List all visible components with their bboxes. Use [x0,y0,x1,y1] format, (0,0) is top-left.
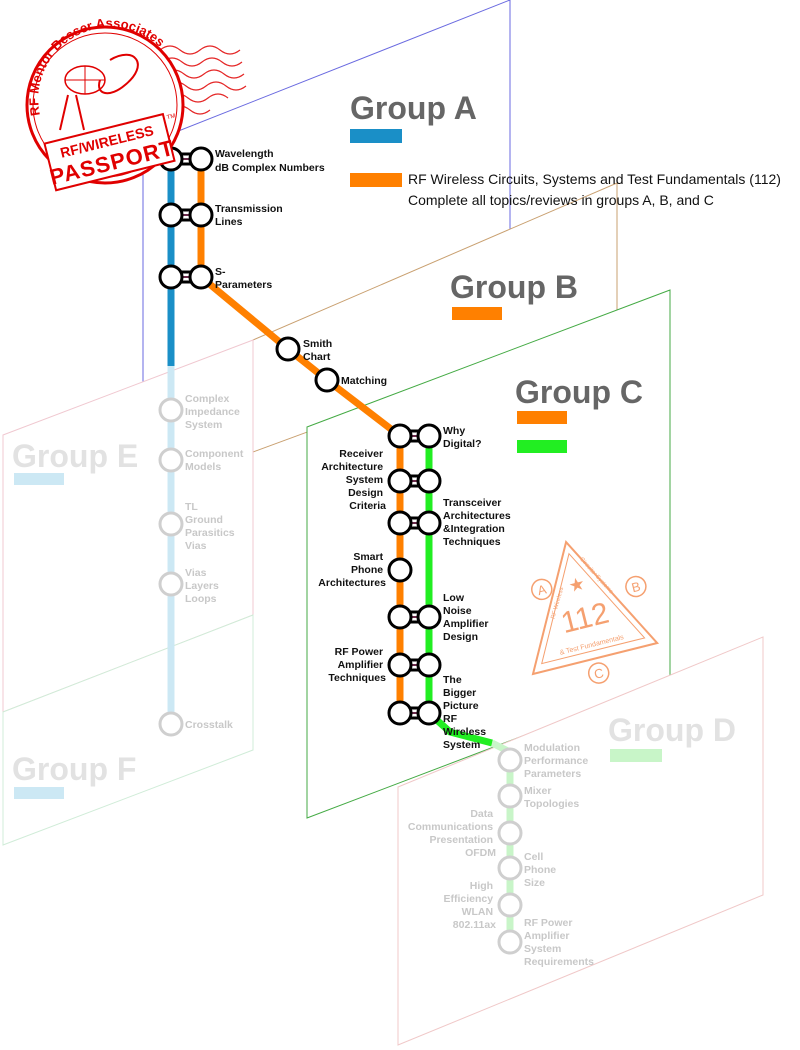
group-b-orange-bar [452,307,502,320]
badge-c: C [592,665,605,682]
station-bigger-picture[interactable] [387,700,442,726]
label-data-comm: Data Communications Presentation OFDM [408,808,496,859]
station-cell-phone[interactable] [497,855,523,881]
label-mixer: Mixer Topologies [524,785,579,810]
label-modulation: Modulation Performance Parameters [524,742,591,780]
station-lna[interactable] [387,604,442,630]
group-d-bar [610,749,662,762]
station-complex-impedance[interactable] [158,397,184,423]
group-c-orange-bar [517,411,567,424]
station-data-comm[interactable] [497,820,523,846]
station-transmission-lines[interactable] [158,202,214,228]
label-receiver-architecture: Receiver Architecture System Design Crit… [321,448,386,512]
label-transmission-lines: Transmission Lines [215,203,286,228]
label-rf-power-amplifier: RF Power Amplifier Techniques [328,646,386,684]
station-matching[interactable] [314,367,340,393]
label-transceiver: Transceiver Architectures &Integration T… [443,497,514,548]
group-b-title: Group B [450,269,578,305]
label-rf-pa-system: RF Power Amplifier System Requirements [524,917,594,968]
group-c-green-line [425,436,493,747]
label-smart-phone: Smart Phone Architectures [318,551,386,589]
label-vias-layers: Vias Layers Loops [185,567,222,605]
station-high-efficiency[interactable] [497,892,523,918]
stamp-tm: TM [166,113,176,121]
group-e-bar [14,473,64,485]
legend-orange-bar [350,173,402,187]
label-high-efficiency: High Efficiency WLAN 802.11ax [443,880,496,931]
group-e-title: Group E [12,438,138,474]
group-d-plane [397,636,764,1046]
station-receiver-architecture[interactable] [387,468,442,494]
station-vias-layers[interactable] [158,571,184,597]
group-f-bar [14,787,64,799]
station-modulation[interactable] [497,747,523,773]
station-crosstalk[interactable] [158,711,184,737]
badge-a: A [536,581,548,598]
group-a-title: Group A [350,90,477,126]
station-smart-phone[interactable] [387,557,413,583]
legend-line-1: RF Wireless Circuits, Systems and Test F… [408,171,781,187]
legend-line-2: Complete all topics/reviews in groups A,… [408,192,714,208]
group-c-title: Group C [515,374,643,410]
label-smith-chart: Smith Chart [303,338,335,363]
label-why-digital: Why Digital? [443,425,482,450]
station-mixer[interactable] [497,783,523,809]
group-f-title: Group F [12,751,136,787]
label-matching: Matching [341,375,387,387]
station-s-parameters[interactable] [158,264,214,290]
label-cell-phone: Cell Phone Size [524,851,559,889]
label-s-parameters: S- Parameters [215,266,272,291]
group-c-green-bar [517,440,567,453]
station-smith-chart[interactable] [275,336,301,362]
station-rf-power-amplifier[interactable] [387,652,442,678]
label-component-models: Component Models [185,448,246,473]
station-transceiver-architectures[interactable] [387,510,442,536]
group-a-blue-bar [350,129,402,143]
badge-star-icon: ★ [566,573,586,596]
label-crosstalk: Crosstalk [185,719,233,731]
label-bigger-picture: The Bigger Picture RF Wireless System [443,674,489,751]
station-why-digital[interactable] [387,423,442,449]
station-tl-ground[interactable] [158,511,184,537]
label-lna: Low Noise Amplifier Design [443,592,491,643]
label-wavelength: Wavelength dB Complex Numbers [215,148,325,174]
label-complex-impedance: Complex Impedance System [185,393,243,431]
station-rf-pa-system[interactable] [497,929,523,955]
station-component-models[interactable] [158,447,184,473]
group-d-title: Group D [608,712,736,748]
badge-b: B [630,579,642,596]
label-tl-ground: TL Ground Parasitics Vias [185,501,238,552]
